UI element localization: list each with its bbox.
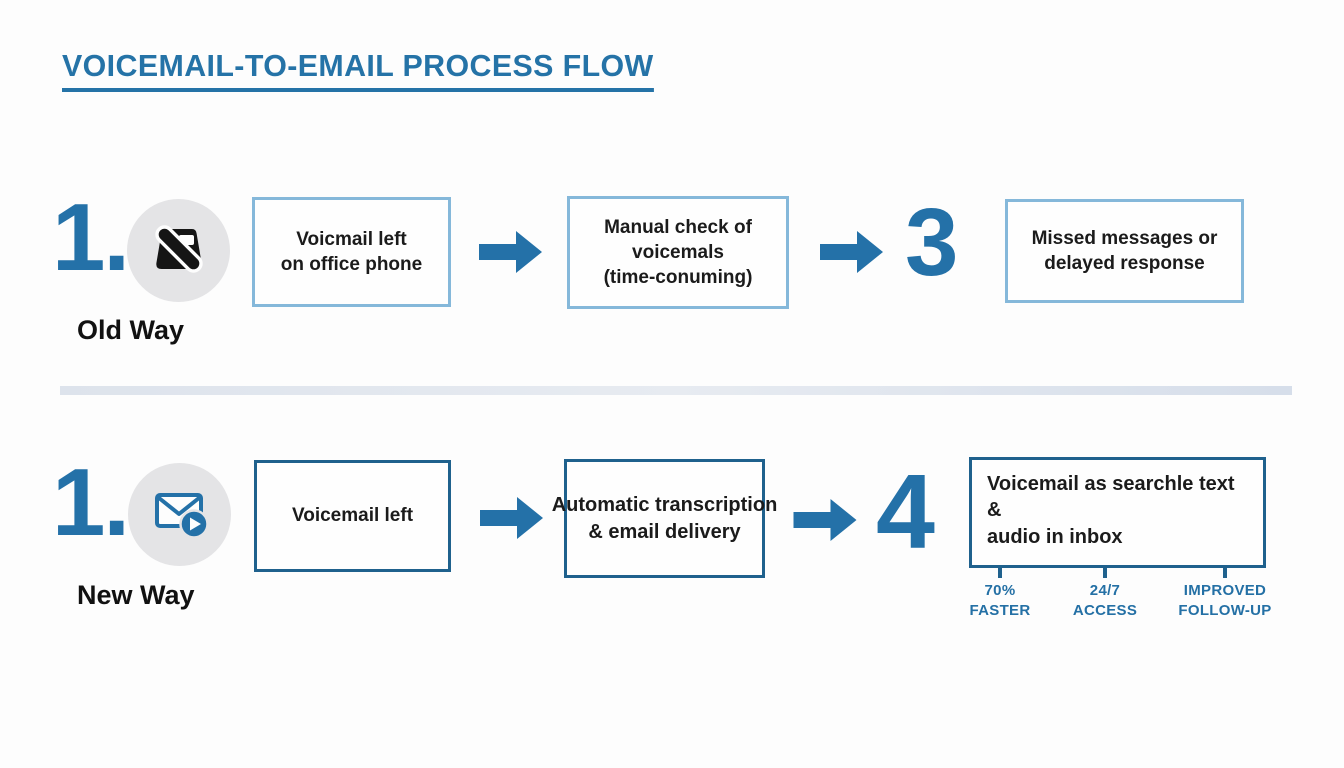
stat-label: IMPROVED FOLLOW-UP [1178, 582, 1272, 619]
stat-tick [1103, 567, 1107, 578]
old-way-label: Old Way [77, 315, 185, 345]
arrow-right-icon [479, 231, 542, 278]
arrow-right-icon [820, 231, 883, 278]
new-way-box-voicemail-left: Voicemail left [254, 460, 451, 572]
section-divider [60, 386, 1292, 395]
new-way-box-automatic-transcription: Automatic transcription & email delivery [552, 459, 777, 578]
new-way-step-number: 1. [52, 449, 130, 556]
stat-label: 70% FASTER [969, 582, 1031, 619]
old-way-box-voicemail-left: Voicmail left on office phone [252, 197, 451, 307]
page-title: VOICEMAIL-TO-EMAIL PROCESS FLOW [62, 48, 654, 92]
desk-phone-icon [147, 216, 211, 285]
old-way-step-number: 1. [52, 184, 130, 291]
stat-tick [998, 567, 1002, 578]
stat-24-7-access: 24/7 ACCESS [1053, 567, 1157, 620]
new-way-icon-circle [128, 463, 231, 566]
arrow-right-icon [791, 499, 859, 546]
old-way-icon-circle [127, 199, 230, 302]
stat-label: 24/7 ACCESS [1072, 582, 1138, 619]
stat-improved-follow-up: IMPROVED FOLLOW-UP [1158, 567, 1292, 620]
new-way-box2-text: Automatic transcription & email delivery [551, 494, 778, 543]
new-way-mid-number: 4 [876, 453, 935, 571]
old-way-box1-text: Voicmail left on office phone [280, 228, 423, 275]
new-way-box1-text: Voicemail left [291, 505, 414, 527]
new-way-label: New Way [77, 580, 195, 610]
old-way-box-manual-check: Manual check of voicemals (time-conuming… [567, 196, 789, 309]
new-way-box-searchable-inbox: Voicemail as searchle text & audio in in… [969, 457, 1266, 568]
stat-tick [1223, 567, 1227, 578]
old-way-box3-text: Missed messages or delayed response [1031, 227, 1218, 274]
old-way-box-missed-messages: Missed messages or delayed response [1005, 199, 1244, 303]
new-way-box3-text: Voicemail as searchle text & audio in in… [987, 473, 1235, 548]
old-way-mid-number: 3 [905, 189, 958, 296]
old-way-box2-text: Manual check of voicemals (time-conuming… [603, 216, 753, 289]
stat-70-faster: 70% FASTER [948, 567, 1052, 620]
email-play-icon [147, 479, 213, 550]
arrow-right-icon [478, 497, 545, 544]
